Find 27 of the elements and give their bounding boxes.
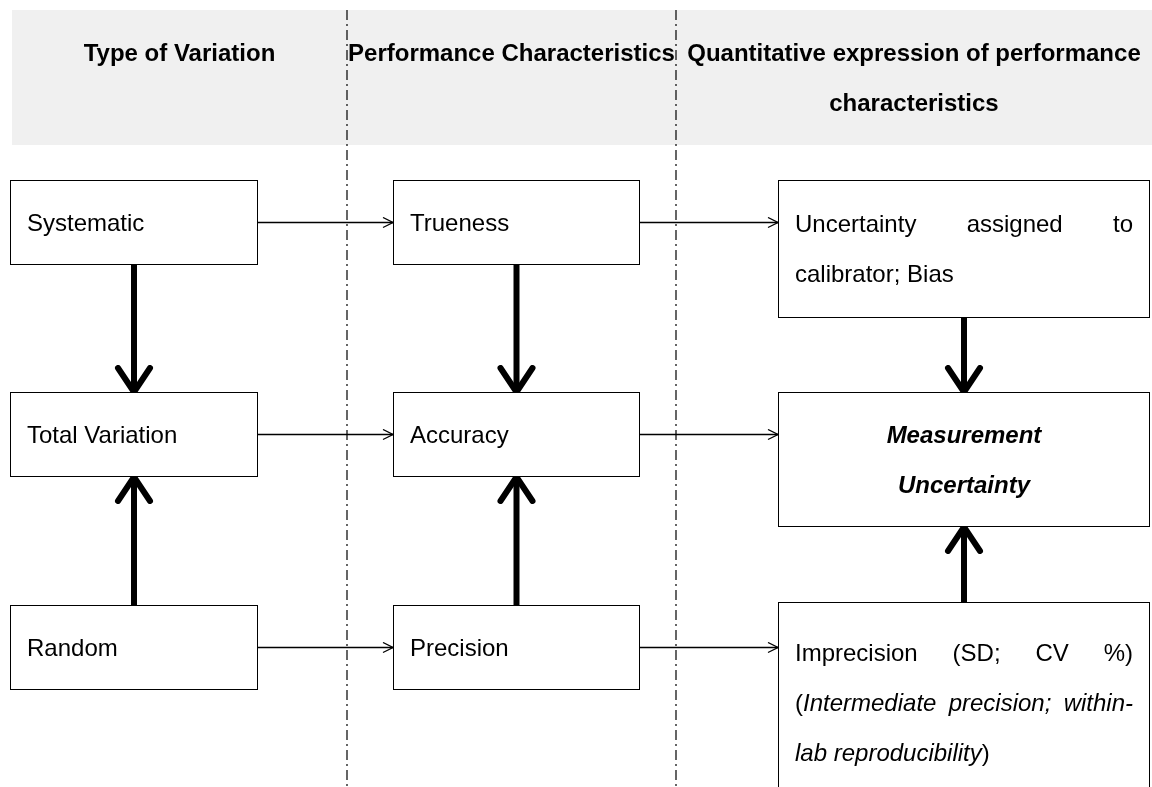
- process-box: [393, 180, 640, 265]
- process-box: [778, 392, 1150, 527]
- box-label: Imprecision (SD; CV %) (Intermediate precision; within-lab reproducibility): [794, 638, 1134, 768]
- arrow: [639, 428, 779, 441]
- box-label: Uncertainty assigned to calibrator; Bias: [794, 209, 1134, 289]
- process-box: [393, 392, 640, 477]
- process-box: [10, 392, 258, 477]
- column-heading: Quantitative expression of performance characteristics: [686, 38, 1142, 118]
- box-label: Random: [26, 632, 119, 663]
- process-box: [393, 605, 640, 690]
- arrow: [257, 216, 394, 229]
- process-box: [778, 180, 1150, 318]
- box-label: Systematic: [26, 207, 146, 238]
- box-label: Accuracy: [409, 419, 510, 450]
- process-box: [10, 605, 258, 690]
- arrow: [639, 216, 779, 229]
- process-box: [10, 180, 258, 265]
- process-box: [778, 602, 1150, 787]
- box-label: Measurement Uncertainty: [885, 419, 1043, 500]
- box-label: Precision: [409, 632, 510, 663]
- arrow: [257, 428, 394, 441]
- box-label: Trueness: [409, 207, 511, 238]
- column-heading: Type of Variation: [82, 38, 277, 68]
- arrow: [257, 641, 394, 654]
- box-label: Total Variation: [26, 419, 179, 450]
- column-heading: Performance Characteristics: [347, 38, 676, 68]
- arrow: [639, 641, 779, 654]
